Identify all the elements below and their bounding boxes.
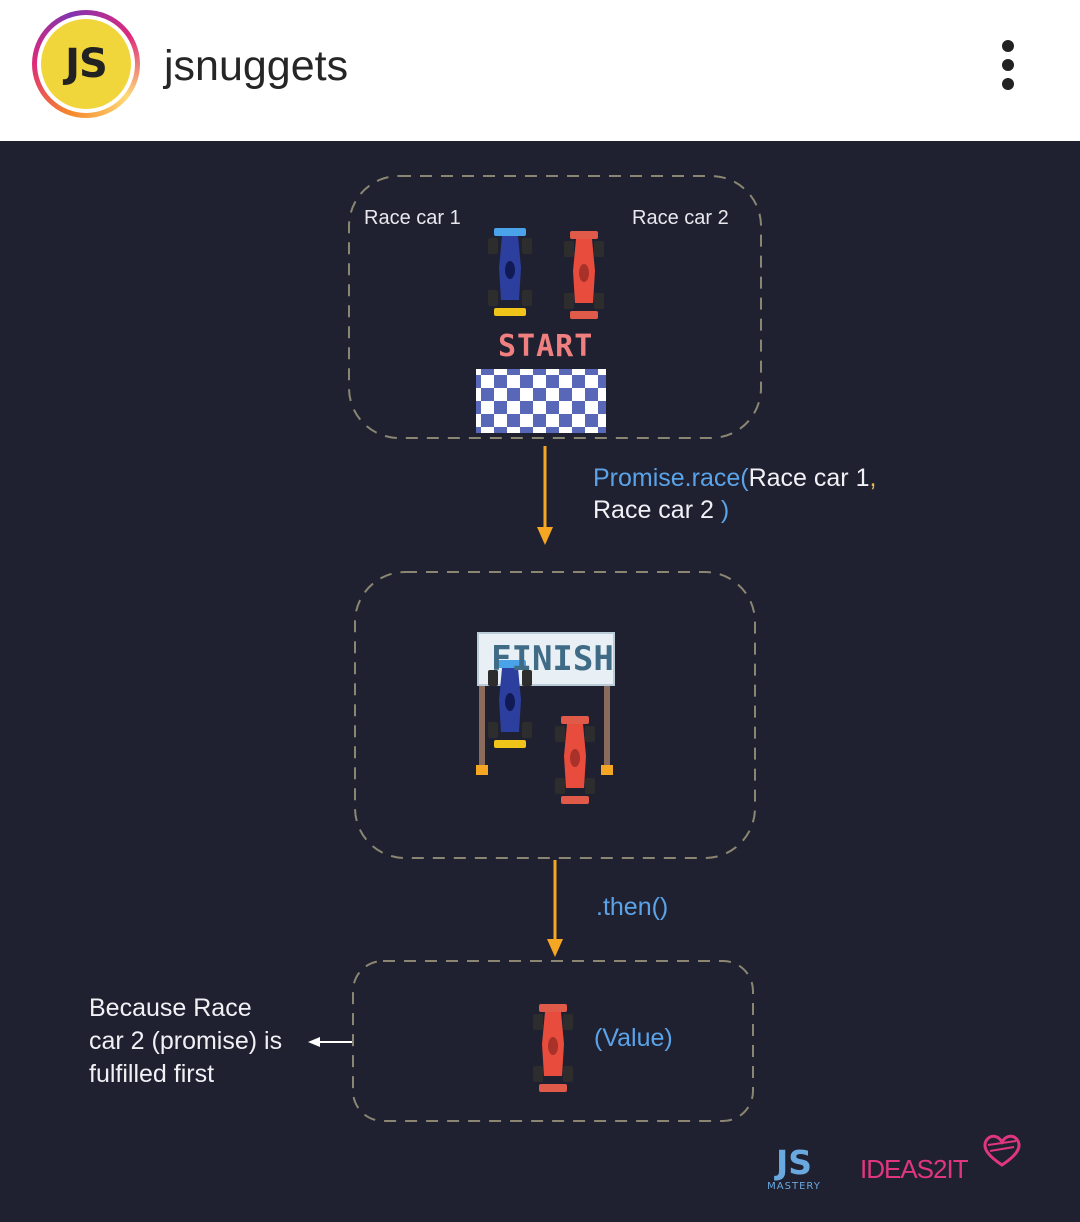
because-text: Because Race car 2 (promise) is fulfille…	[89, 994, 283, 1088]
then-label: .then()	[596, 893, 669, 921]
code-arg1: Race car 1	[748, 464, 870, 492]
username[interactable]: jsnuggets	[164, 42, 349, 90]
red-race-car-icon	[564, 231, 604, 319]
finish-label: FINISH	[491, 639, 614, 679]
red-race-car-icon	[555, 716, 595, 804]
js-mastery-logo: JS MASTERY	[756, 1144, 832, 1196]
arrow-left-icon	[308, 1037, 320, 1047]
value-box	[352, 960, 754, 1122]
start-label: START	[498, 329, 594, 364]
post-image[interactable]: Race car 1 Race car 2 START Promise.race…	[0, 141, 1080, 1222]
finish-banner	[477, 632, 615, 686]
red-race-car-icon	[533, 1004, 573, 1092]
diagram	[308, 175, 1021, 1167]
jsm-main-text: JS	[775, 1143, 813, 1182]
value-label: (Value)	[594, 1024, 673, 1052]
blue-race-car-icon	[488, 228, 532, 316]
ideas2it-logo-icon	[983, 1134, 1021, 1167]
checkered-flag-icon	[476, 369, 606, 433]
ideas2it-logo: IDEAS2IT	[860, 1154, 969, 1184]
post-header: JS jsnuggets	[0, 0, 1080, 140]
finish-box	[354, 571, 756, 859]
promise-race-code: Promise.race(Race car 1,	[593, 462, 876, 494]
race-car-2-label: Race car 2	[632, 207, 729, 229]
code-comma: ,	[869, 464, 877, 492]
code-arg2: Race car 2	[593, 496, 714, 524]
start-box	[348, 175, 762, 439]
jsm-sub-text: MASTERY	[767, 1181, 821, 1192]
race-car-1-label: Race car 1	[364, 207, 461, 229]
arrow-down-icon	[547, 939, 563, 957]
code-fn: Promise.race(	[593, 464, 749, 492]
avatar[interactable]: JS	[32, 10, 140, 118]
more-vertical-icon[interactable]	[990, 38, 1026, 94]
promise-race-code-line2: Race car 2 )	[593, 494, 729, 526]
avatar-text: JS	[65, 41, 108, 87]
code-close: )	[713, 496, 730, 524]
arrow-down-icon	[537, 527, 553, 545]
